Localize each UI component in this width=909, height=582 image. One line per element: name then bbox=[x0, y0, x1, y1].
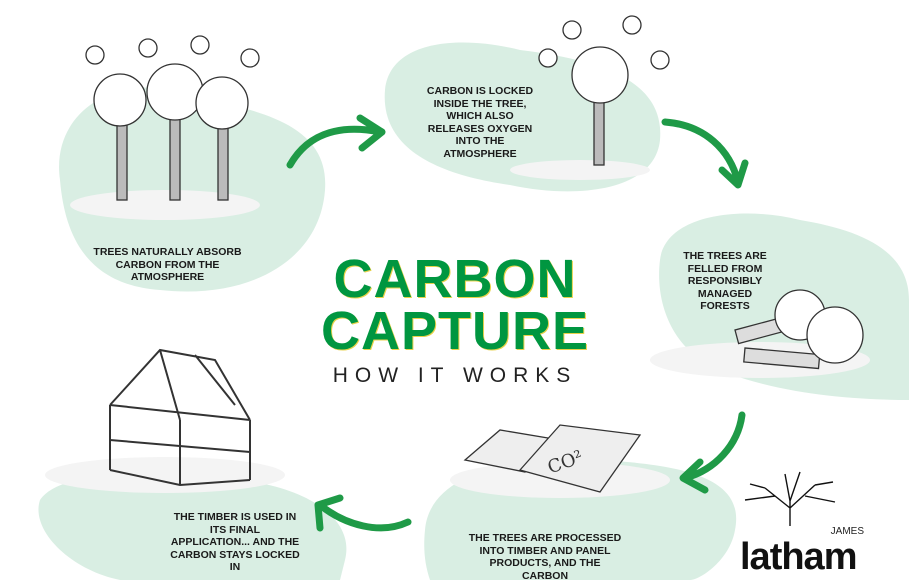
step-2-caption: CARBON IS LOCKED INSIDE THE TREE, WHICH … bbox=[426, 85, 534, 160]
arrow-4-to-5 bbox=[314, 494, 412, 532]
title-line-2: CAPTURE bbox=[320, 301, 589, 361]
logo-james: JAMES bbox=[830, 526, 864, 537]
arrow-2-to-3 bbox=[661, 118, 749, 189]
illustration-timber-frame bbox=[45, 348, 285, 493]
step-4-caption: THE TREES ARE PROCESSED INTO TIMBER AND … bbox=[468, 532, 622, 582]
logo-tree-icon bbox=[744, 471, 836, 526]
blob-step-5 bbox=[38, 474, 347, 580]
illustration-timber-panels: CO² bbox=[450, 424, 670, 498]
illustration-trees-absorbing bbox=[70, 35, 260, 220]
illustration-tree-oxygen bbox=[510, 15, 670, 180]
logo-latham: latham bbox=[740, 536, 857, 578]
arrow-1-to-2 bbox=[286, 114, 386, 169]
step-1-caption: TREES NATURALLY ABSORB CARBON FROM THE A… bbox=[93, 246, 242, 283]
step-3-caption: THE TREES ARE FELLED FROM RESPONSIBLY MA… bbox=[683, 250, 767, 312]
title-line-1: CARBON bbox=[333, 249, 577, 309]
logo: JAMES latham bbox=[740, 526, 870, 576]
step-5-caption: THE TIMBER IS USED IN ITS FINAL APPLICAT… bbox=[170, 511, 300, 573]
arrow-3-to-4 bbox=[679, 411, 746, 494]
page-title: CARBON CAPTURE bbox=[300, 249, 610, 361]
page-subtitle: HOW IT WORKS bbox=[332, 364, 578, 387]
illustration-felled-trees bbox=[650, 289, 870, 378]
